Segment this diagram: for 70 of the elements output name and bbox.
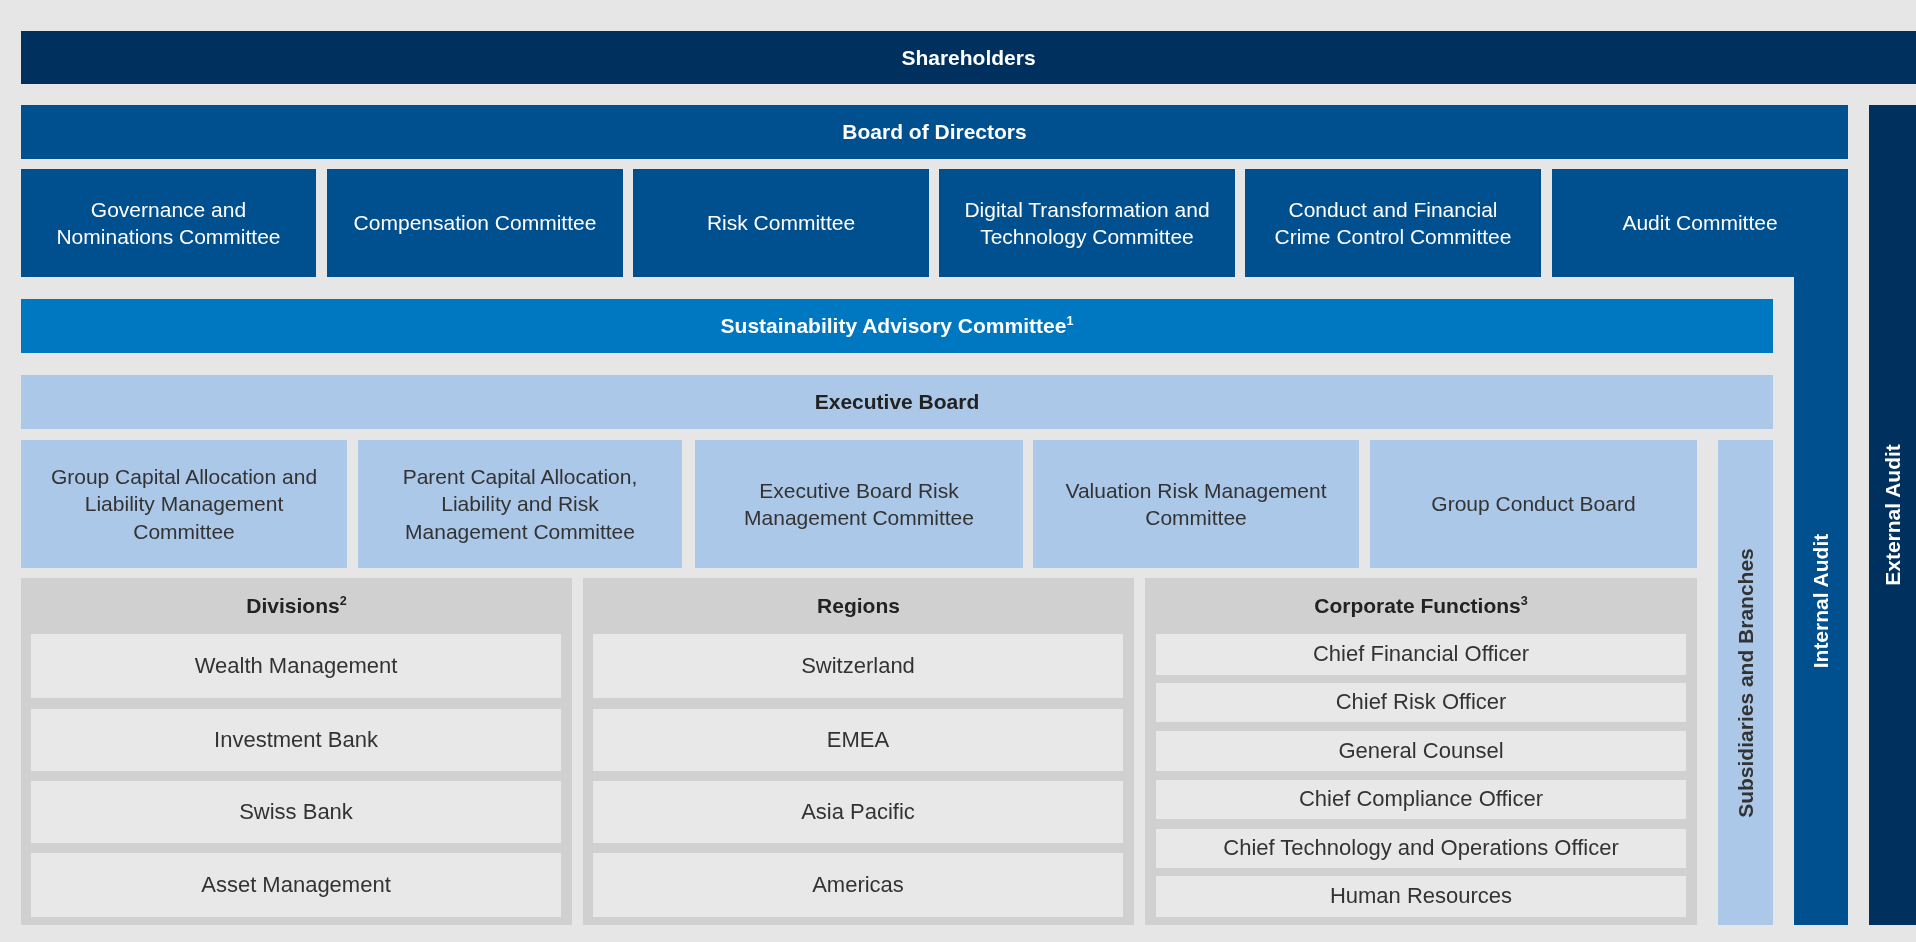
vertical-bar	[1718, 440, 1773, 925]
list-item	[1156, 683, 1686, 722]
box-label: Group Capital Allocation and Liability Management Committee	[49, 464, 319, 545]
list-item	[31, 709, 561, 771]
box-label: Valuation Risk Management Committee	[1064, 477, 1328, 531]
committee-box	[358, 440, 682, 568]
panel-heading: Regions	[816, 593, 901, 619]
item-label: Switzerland	[800, 651, 916, 680]
item-label: Asset Management	[200, 870, 392, 899]
panel-heading: Corporate Functions$^{3}$	[1313, 593, 1529, 619]
bar-label: Internal Audit	[1808, 533, 1834, 669]
item-label: Chief Risk Officer	[1334, 688, 1508, 717]
item-label: EMEA	[825, 725, 891, 754]
box-label: Parent Capital Allocation, Liability and Risk Management Committee	[401, 464, 639, 545]
group-panel	[21, 578, 572, 925]
item-label: Swiss Bank	[238, 797, 354, 826]
committee-box	[327, 169, 623, 277]
box-label: Compensation Committee	[352, 210, 598, 237]
header-bar	[21, 105, 1848, 159]
committee-box	[1552, 169, 1848, 277]
item-label: Chief Compliance Officer	[1297, 785, 1545, 814]
panel-heading: Divisions$^{2}$	[245, 593, 348, 619]
bar-label: Shareholders	[900, 44, 1037, 71]
item-label: Chief Technology and Operations Officer	[1222, 834, 1620, 863]
committee-box	[21, 440, 347, 568]
list-item	[1156, 829, 1686, 868]
committee-box	[633, 169, 929, 277]
bar-label: External Audit	[1879, 444, 1905, 586]
item-label: Human Resources	[1328, 882, 1514, 911]
list-item	[31, 634, 561, 698]
item-label: Wealth Management	[193, 651, 399, 680]
item-label: General Counsel	[1337, 736, 1505, 765]
header-bar	[21, 375, 1773, 429]
group-panel	[583, 578, 1134, 925]
list-item	[31, 853, 561, 917]
item-label: Americas	[811, 870, 905, 899]
item-label: Investment Bank	[213, 725, 379, 754]
group-panel	[1145, 578, 1697, 925]
box-label: Governance and Nominations Committee	[55, 196, 282, 250]
list-item	[593, 709, 1123, 771]
vertical-bar	[1794, 277, 1848, 925]
list-item	[593, 781, 1123, 843]
list-item	[593, 634, 1123, 698]
committee-box	[939, 169, 1235, 277]
list-item	[1156, 634, 1686, 675]
item-label: Chief Financial Officer	[1312, 640, 1530, 669]
item-label: Asia Pacific	[800, 797, 916, 826]
list-item	[31, 781, 561, 843]
list-item	[1156, 780, 1686, 819]
list-item	[1156, 731, 1686, 771]
header-bar	[21, 299, 1773, 353]
box-label: Risk Committee	[705, 210, 857, 237]
box-label: Executive Board Risk Management Committee	[743, 477, 975, 531]
box-label: Group Conduct Board	[1430, 491, 1637, 518]
committee-box	[1370, 440, 1697, 568]
header-bar	[21, 31, 1916, 84]
vertical-bar	[1869, 105, 1916, 925]
committee-box	[21, 169, 316, 277]
bar-label: Executive Board	[813, 389, 981, 416]
box-label: Conduct and Financial Crime Control Committee	[1273, 196, 1513, 250]
committee-box	[1033, 440, 1359, 568]
box-label: Digital Transformation and Technology Committee	[963, 196, 1211, 250]
committee-box	[1245, 169, 1541, 277]
committee-box	[695, 440, 1023, 568]
bar-label: Board of Directors	[841, 119, 1028, 146]
bar-label: Subsidiaries and Branches	[1732, 547, 1758, 818]
box-label: Audit Committee	[1621, 210, 1779, 237]
bar-label: Sustainability Advisory Committee$^{1}$	[719, 313, 1075, 340]
list-item	[1156, 876, 1686, 917]
list-item	[593, 853, 1123, 917]
